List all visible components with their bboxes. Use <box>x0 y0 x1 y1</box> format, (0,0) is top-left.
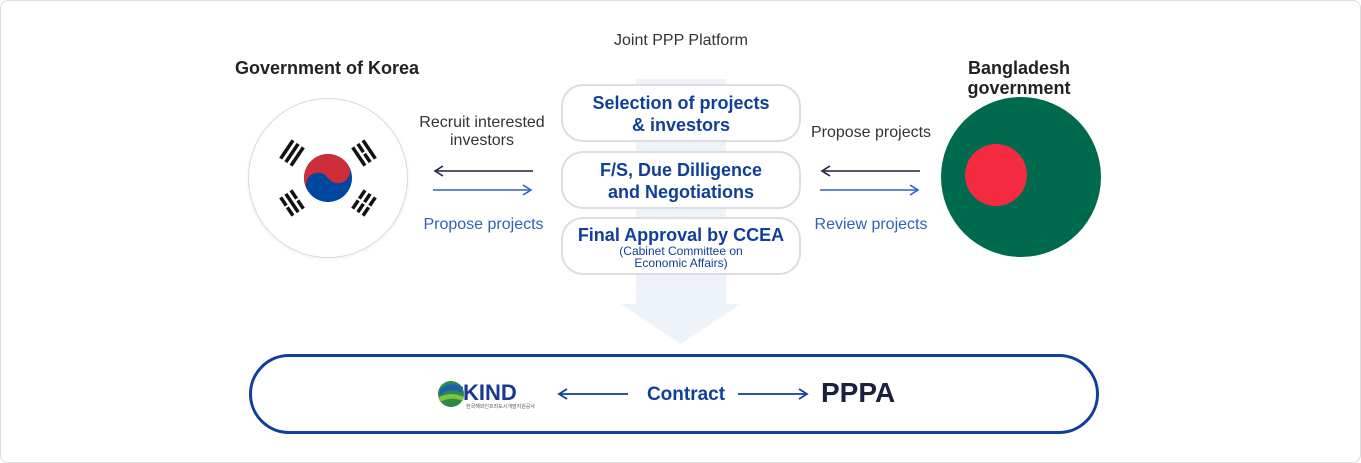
left-arrows <box>433 165 533 196</box>
review-projects-label: Review projects <box>814 216 928 233</box>
step-selection-label: Selection of projects & investors <box>592 93 770 135</box>
pppa-org-label: PPPA <box>821 377 896 408</box>
propose-projects-right-label: Propose projects <box>810 124 932 141</box>
step-selection: Selection of projects & investors <box>561 84 801 142</box>
contract-box <box>249 354 1099 434</box>
step-due-diligence: F/S, Due Dilligence and Negotiations <box>561 151 801 209</box>
step-due-diligence-label: F/S, Due Dilligence and Negotiations <box>599 160 763 202</box>
platform-title: Joint PPP Platform <box>614 32 748 49</box>
recruit-investors-label: Recruit interested investors <box>419 114 545 149</box>
kind-logo-icon <box>438 381 464 407</box>
step-final-approval-label: Final Approval by CCEA <box>577 225 785 245</box>
propose-projects-left-label: Propose projects <box>423 216 544 233</box>
kind-org-label: KIND <box>463 380 517 405</box>
contract-left-arrow <box>557 388 628 400</box>
step-final-approval: Final Approval by CCEA (Cabinet Committe… <box>561 217 801 275</box>
kind-org-sub: 한국해외인프라도시개발지원공사 <box>466 404 536 410</box>
korea-title: Government of Korea <box>234 58 420 78</box>
right-arrows <box>820 165 920 196</box>
bangladesh-title: Bangladesh government <box>967 58 1071 98</box>
step-final-approval-sub: (Cabinet Committee on Economic Affairs) <box>619 244 743 270</box>
korea-flag-icon <box>248 98 408 258</box>
contract-right-arrow <box>738 388 809 400</box>
contract-label: Contract <box>646 384 726 405</box>
bangladesh-flag-red-disc <box>965 144 1027 206</box>
